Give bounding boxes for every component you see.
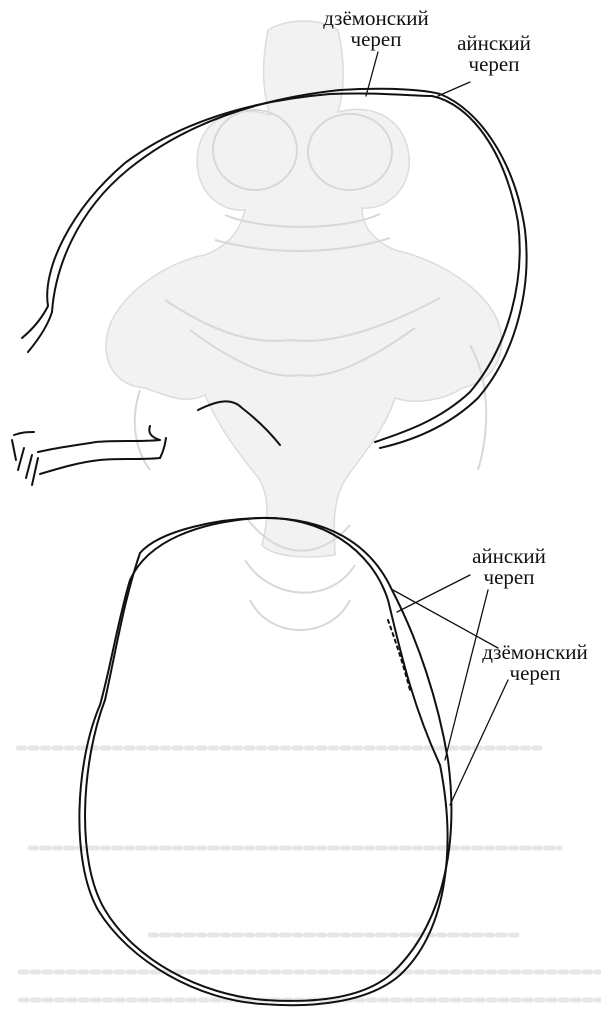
jaw-line-left-lower: [40, 438, 166, 474]
bottom-label-ainu-line2: череп: [454, 567, 564, 588]
bottom-label-jomon-skull: дзёмонский череп: [474, 642, 596, 684]
top-label-ainu-skull: айнский череп: [444, 33, 544, 75]
jomon-skull-top-outline: [85, 518, 451, 1001]
bottom-label-jomon-line1: дзёмонский: [474, 642, 596, 663]
top-label-jomon-skull: дзёмонский череп: [316, 8, 436, 50]
background-bleed-text: [18, 748, 600, 1000]
jomon-skull-dotted-segment: [388, 620, 410, 690]
top-label-jomon-line2: череп: [316, 29, 436, 50]
top-label-jomon-line1: дзёмонский: [316, 8, 436, 29]
background-dogu-figurine: [106, 21, 502, 630]
jaw-line-left: [38, 426, 160, 452]
leader-bottom-jomon-b: [450, 680, 508, 805]
leader-top-ainu: [438, 82, 470, 96]
teeth-marks: [12, 432, 38, 485]
bottom-label-jomon-line2: череп: [474, 663, 596, 684]
bottom-label-ainu-line1: айнский: [454, 546, 564, 567]
top-label-ainu-line1: айнский: [444, 33, 544, 54]
bottom-label-ainu-skull: айнский череп: [454, 546, 564, 588]
top-label-ainu-line2: череп: [444, 54, 544, 75]
